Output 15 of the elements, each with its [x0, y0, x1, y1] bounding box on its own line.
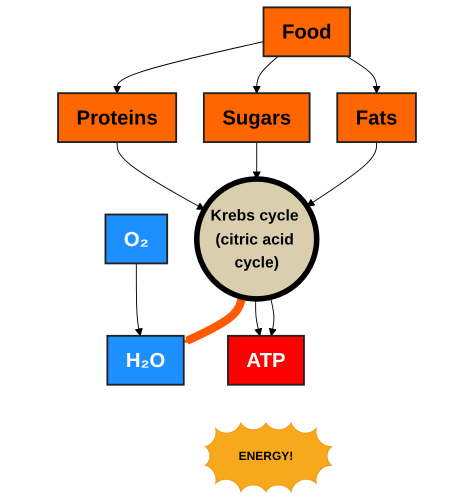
node-box: O₂ [104, 214, 168, 264]
node-box: Fats [336, 92, 417, 143]
arrow [116, 142, 205, 210]
arrow [113, 41, 264, 94]
arrow [306, 142, 378, 206]
node-box: Sugars [202, 92, 311, 143]
arrow [252, 56, 279, 94]
arrow [183, 296, 246, 345]
arrow [346, 56, 381, 94]
node-box: Food [262, 6, 351, 58]
node-box: ATP [227, 334, 305, 386]
node-box: H₂O [106, 334, 185, 386]
node-circle: Krebs cycle (citric acid cycle) [194, 176, 320, 302]
node-box: Proteins [57, 92, 178, 143]
arrow [134, 262, 143, 336]
